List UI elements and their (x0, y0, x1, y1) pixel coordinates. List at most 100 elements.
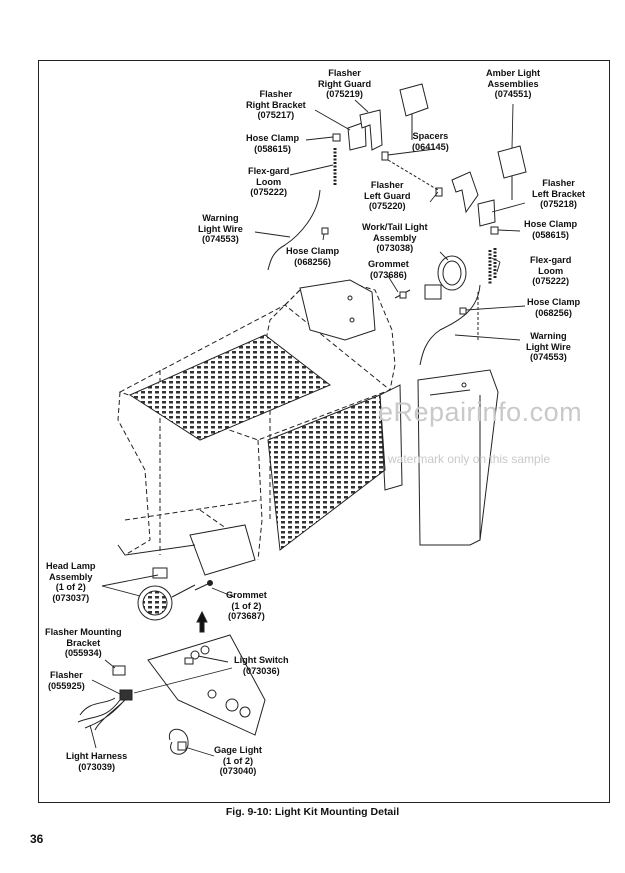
flasher-left-guard-drawing (451, 171, 479, 214)
watermark-note: watermark only on this sample (388, 452, 551, 466)
callout-name-line: Work/Tail Light (362, 222, 428, 232)
callout-part-number: (075217) (257, 110, 295, 121)
callout-flasher-right-bracket: Flasher Right Bracket (075217) (246, 89, 306, 121)
callout-name-line: Light Switch (234, 655, 289, 665)
connection-lines (387, 159, 479, 340)
callout-name-line: (1 of 2) (55, 582, 86, 593)
callout-part-number: (068256) (535, 307, 572, 318)
callout-name-line: Bracket (66, 637, 101, 648)
callout-part-number: (075219) (326, 89, 363, 100)
callout-part-number: (073686) (370, 269, 407, 280)
amber-light-top (399, 83, 429, 140)
callout-part-number: (073040) (219, 766, 257, 777)
callout-name-line: Flasher Mounting (45, 627, 122, 637)
figure-caption: Fig. 9-10: Light Kit Mounting Detail (225, 806, 400, 818)
grommet-lower-drawing (194, 580, 213, 591)
callout-name-line: Assembly (49, 571, 93, 582)
callout-name-line: Hose Clamp (527, 297, 581, 307)
callout-part-number: (055934) (64, 648, 102, 659)
callout-name-line: Flex-gard (530, 255, 572, 265)
callout-part-number: (073038) (376, 243, 414, 254)
switch-parts (184, 645, 210, 665)
callout-name-line: Right Guard (318, 78, 372, 89)
callout-name-line: Left Bracket (532, 188, 586, 199)
side-screen (267, 384, 403, 551)
callout-name-line: Assembly (373, 232, 417, 243)
callout-part-number: (073687) (228, 611, 265, 622)
callout-grommet-top: Grommet (073686) (368, 259, 409, 280)
callout-warning-wire-right: Warning Light Wire (074553) (526, 331, 571, 363)
top-grille (128, 334, 331, 441)
callout-part-number: (058615) (254, 143, 291, 154)
callout-name-line: Head Lamp (46, 561, 96, 571)
callout-name-line: Flex-gard (248, 166, 290, 176)
callout-warning-wire-left: Warning Light Wire (074553) (198, 213, 243, 245)
callout-part-number: (074551) (494, 89, 532, 100)
callout-flasher-left-guard: Flasher Left Guard (075220) (364, 180, 410, 212)
callout-amber-light: Amber Light Assemblies (074551) (486, 68, 540, 100)
callout-name-line: Flasher (259, 89, 293, 99)
callout-part-number: (073037) (52, 592, 90, 603)
callout-name-line: Gage Light (214, 745, 262, 755)
callout-name-line: Flasher (328, 68, 361, 78)
flasher-right-guard-drawing (359, 109, 383, 151)
callout-name-line: Amber Light (486, 68, 541, 78)
callout-name-line: Hose Clamp (524, 219, 578, 229)
callout-name-line: Grommet (226, 590, 267, 600)
upper-rear-post (299, 279, 376, 341)
leader-lines (89, 99, 526, 757)
figure-frame (38, 60, 610, 803)
gage-light-drawing (168, 728, 189, 755)
watermark-site: eRepairinfo.com (378, 397, 583, 427)
callout-name-line: Light Wire (198, 223, 243, 234)
callout-name-line: Flasher (370, 180, 404, 190)
callout-name-line: Assemblies (487, 78, 539, 89)
callout-part-number: (073039) (78, 761, 116, 772)
callout-flasher-right-guard: Flasher Right Guard (075219) (318, 68, 371, 100)
callout-grommet-lower: Grommet (1 of 2) (073687) (226, 590, 267, 622)
callout-name-line: Flasher (50, 670, 83, 680)
callout-part-number: (075222) (250, 187, 288, 198)
callout-name-line: Warning (202, 213, 239, 223)
callout-part-number: (064145) (412, 141, 449, 152)
callout-part-number: (055925) (48, 680, 85, 691)
callout-part-number: (073036) (242, 665, 280, 676)
callout-work-tail-light: Work/Tail Light Assembly (073038) (362, 222, 428, 254)
work-tail-light-drawing (394, 255, 467, 300)
callout-name-line: Flasher (542, 178, 575, 188)
callout-flexgard-loom-right: Flex-gard Loom (075222) (530, 255, 571, 287)
callout-light-switch: Light Switch (073036) (234, 655, 289, 676)
callout-gage-light: Gage Light (1 of 2) (073040) (214, 745, 262, 777)
hose-clamp-drawings (321, 133, 499, 315)
flasher-left-bracket-drawing (477, 199, 496, 227)
callout-flexgard-loom-left: Flex-gard Loom (075222) (248, 166, 289, 198)
callout-head-lamp: Head Lamp Assembly (1 of 2) (073037) (46, 561, 96, 603)
callout-name-line: Light Harness (66, 751, 128, 761)
callout-part-number: (058615) (532, 229, 569, 240)
callout-name-line: Light Wire (526, 341, 571, 352)
head-lamp-drawing (137, 567, 196, 621)
callout-hose-clamp-top-left: Hose Clamp (058615) (246, 133, 299, 154)
callout-part-number: (075222) (532, 276, 570, 287)
callout-name-line: Warning (530, 331, 567, 341)
callout-flasher: Flasher (055925) (48, 670, 85, 691)
warning-wire-drawings (267, 189, 481, 366)
callout-name-line: Left Guard (364, 190, 411, 201)
front-arrow (196, 610, 208, 633)
spacers-drawing (381, 151, 443, 197)
callout-name-line: Hose Clamp (286, 246, 340, 256)
callout-name-line: Grommet (368, 259, 409, 269)
callout-flasher-left-bracket: Flasher Left Bracket (075218) (532, 178, 585, 210)
callout-hose-clamp-left-lower: Hose Clamp (068256) (286, 246, 339, 267)
page-number: 36 (30, 832, 44, 846)
flexgard-loom-drawings (333, 148, 497, 285)
callout-name-line: Right Bracket (246, 99, 306, 110)
callout-name-line: Loom (538, 265, 564, 276)
callout-part-number: (074553) (202, 234, 239, 245)
callout-part-number: (075220) (368, 201, 406, 212)
lower-hood (117, 524, 256, 576)
callout-name-line: (1 of 2) (231, 600, 262, 611)
amber-light-right (497, 145, 527, 200)
callout-name-line: Loom (256, 176, 282, 187)
